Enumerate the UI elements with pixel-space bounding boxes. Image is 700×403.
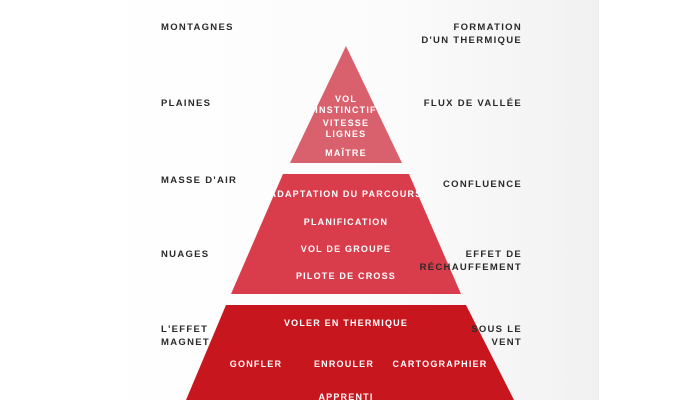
pyramid-top-tier: [290, 46, 402, 163]
bottom-tier-item: CARTOGRAPHIER: [392, 359, 488, 369]
background-right: [598, 0, 700, 400]
bottom-tier-level: APPRENTI: [318, 392, 374, 402]
bottom-tier-item: GONFLER: [229, 359, 283, 369]
background-left: [0, 0, 102, 400]
right-label-effet-rechauffement: EFFET DE RÉCHAUFFEMENT: [419, 249, 522, 273]
bottom-tier-item: VOLER EN THERMIQUE: [283, 318, 409, 328]
pyramid-bottom-tier: [186, 305, 514, 400]
right-label-sous-le-vent: SOUS LE VENT: [471, 324, 522, 348]
pyramid-middle-tier: [231, 174, 461, 294]
right-label-flux-de-vallee: FLUX DE VALLÉE: [423, 98, 522, 109]
left-label-plaines: PLAINES: [161, 98, 212, 109]
middle-tier-level: PILOTE DE CROSS: [295, 271, 396, 281]
right-label-formation-thermique: FORMATION D'UN THERMIQUE: [421, 22, 522, 46]
top-tier-item: VOL INSTINCTIF: [315, 94, 377, 115]
left-label-effet-magnet: L'EFFET MAGNET: [161, 324, 210, 348]
middle-tier-item: ADAPTATION DU PARCOURS: [269, 189, 423, 199]
right-label-confluence: CONFLUENCE: [443, 179, 522, 190]
top-tier-item: VITESSE LIGNES: [322, 118, 370, 139]
left-label-montagnes: MONTAGNES: [161, 22, 234, 33]
left-label-nuages: NUAGES: [161, 249, 210, 260]
top-tier-level: MAÎTRE: [325, 148, 367, 158]
bottom-tier-item: ENROULER: [313, 359, 375, 369]
left-label-masse-d-air: MASSE D'AIR: [161, 175, 238, 186]
middle-tier-item: VOL DE GROUPE: [300, 244, 392, 254]
middle-tier-item: PLANIFICATION: [303, 217, 389, 227]
